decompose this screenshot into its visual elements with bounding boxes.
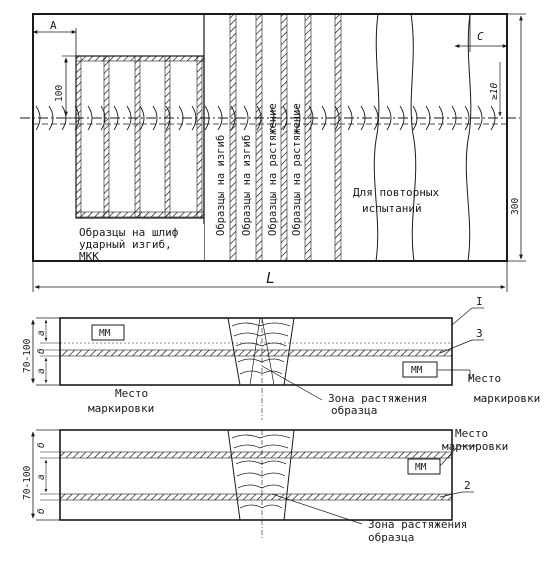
section-1-mark-left-text: ММ (99, 328, 111, 339)
section-2-b-bottom-label: б (36, 508, 47, 514)
impact-specimen-grid (75, 55, 205, 219)
section-2-mark-text: ММ (415, 462, 427, 473)
top-view-labels: Образцы на шлиф ударный изгиб, МКК Образ… (76, 103, 439, 263)
dim-c-label: C (477, 30, 484, 43)
bend-label-1: Образцы на изгиб (215, 135, 227, 236)
section-1-a-bottom-label: a (36, 368, 47, 374)
cut-strips (229, 13, 342, 262)
impact-label-line3: МКК (79, 250, 99, 263)
tension-label-2: Образцы на растяжение (291, 103, 303, 236)
bend-label-2: Образцы на изгиб (241, 135, 253, 236)
section-1-tension-line2: образца (331, 404, 377, 417)
divider-lines (203, 13, 472, 262)
section-1-place-right-line1: Место (468, 372, 501, 385)
section-2-weld-groove (227, 429, 295, 521)
section-1-place-left-line1: Место (115, 387, 148, 400)
section-1: ММ ММ 70-100 a б a I 3 Место Место марки… (22, 295, 540, 420)
dimension-300: 300 ≥10 (489, 13, 526, 262)
section-2-tension-line2: образца (368, 531, 414, 544)
section-1-specimen-strip (59, 349, 453, 357)
weld-seam (20, 105, 520, 131)
section-1-place-left-line2: маркировки (88, 402, 154, 415)
dim-small-right-label: ≥10 (489, 83, 500, 100)
dim-l-label: L (266, 269, 275, 287)
section-1-mark-left (91, 324, 125, 341)
dim-a-label: A (50, 19, 57, 32)
repeat-label-line1: Для повторных (353, 186, 439, 199)
dim-300-label: 300 (510, 198, 521, 215)
top-view: A C 100 300 ≥10 L (20, 13, 526, 292)
section-1-a-top-label: a (36, 330, 47, 336)
section-2-a-mid-label: a (36, 474, 47, 480)
section-1-mark-right-text: ММ (411, 365, 423, 376)
section-2-specimen-strip-bottom (59, 493, 453, 501)
dim-100-label: 100 (54, 85, 65, 102)
section-2: ММ 70-100 б a б Место маркировки 2 Зона … (22, 427, 508, 544)
section-1-tension-line1: Зона растяжения (328, 392, 427, 405)
section-2-b-top-label: б (36, 442, 47, 448)
section-2-specimen-strip-top (59, 451, 453, 459)
section-2-tension-line1: Зона растяжения (368, 518, 467, 531)
dimension-l: L (32, 261, 508, 292)
plate-outline (32, 13, 508, 262)
impact-label-line2: ударный изгиб, (79, 238, 172, 251)
section-1-place-right-line2: маркировки (474, 392, 540, 405)
callout-1: I (476, 295, 483, 308)
dimension-c: C (454, 14, 508, 52)
section-1-mark-right (402, 361, 438, 378)
callout-3: 3 (476, 327, 483, 340)
section-2-mark (407, 458, 441, 475)
callout-2: 2 (464, 479, 471, 492)
section-2-outline (59, 429, 453, 521)
section-1-b-label: б (36, 348, 47, 354)
section-1-height-label: 70-100 (22, 338, 33, 373)
dimension-a: A (32, 14, 77, 56)
tension-label-1: Образцы на растяжение (267, 103, 279, 236)
section-2-place-line1: Место (455, 427, 488, 440)
impact-label-line1: Образцы на шлиф (79, 226, 179, 239)
section-2-place-line2: маркировки (442, 440, 508, 453)
section-2-height-label: 70-100 (22, 465, 33, 500)
section-1-weld-groove (227, 317, 295, 386)
dimension-100: 100 (54, 55, 76, 119)
repeat-label-line2: испытаний (362, 202, 422, 215)
